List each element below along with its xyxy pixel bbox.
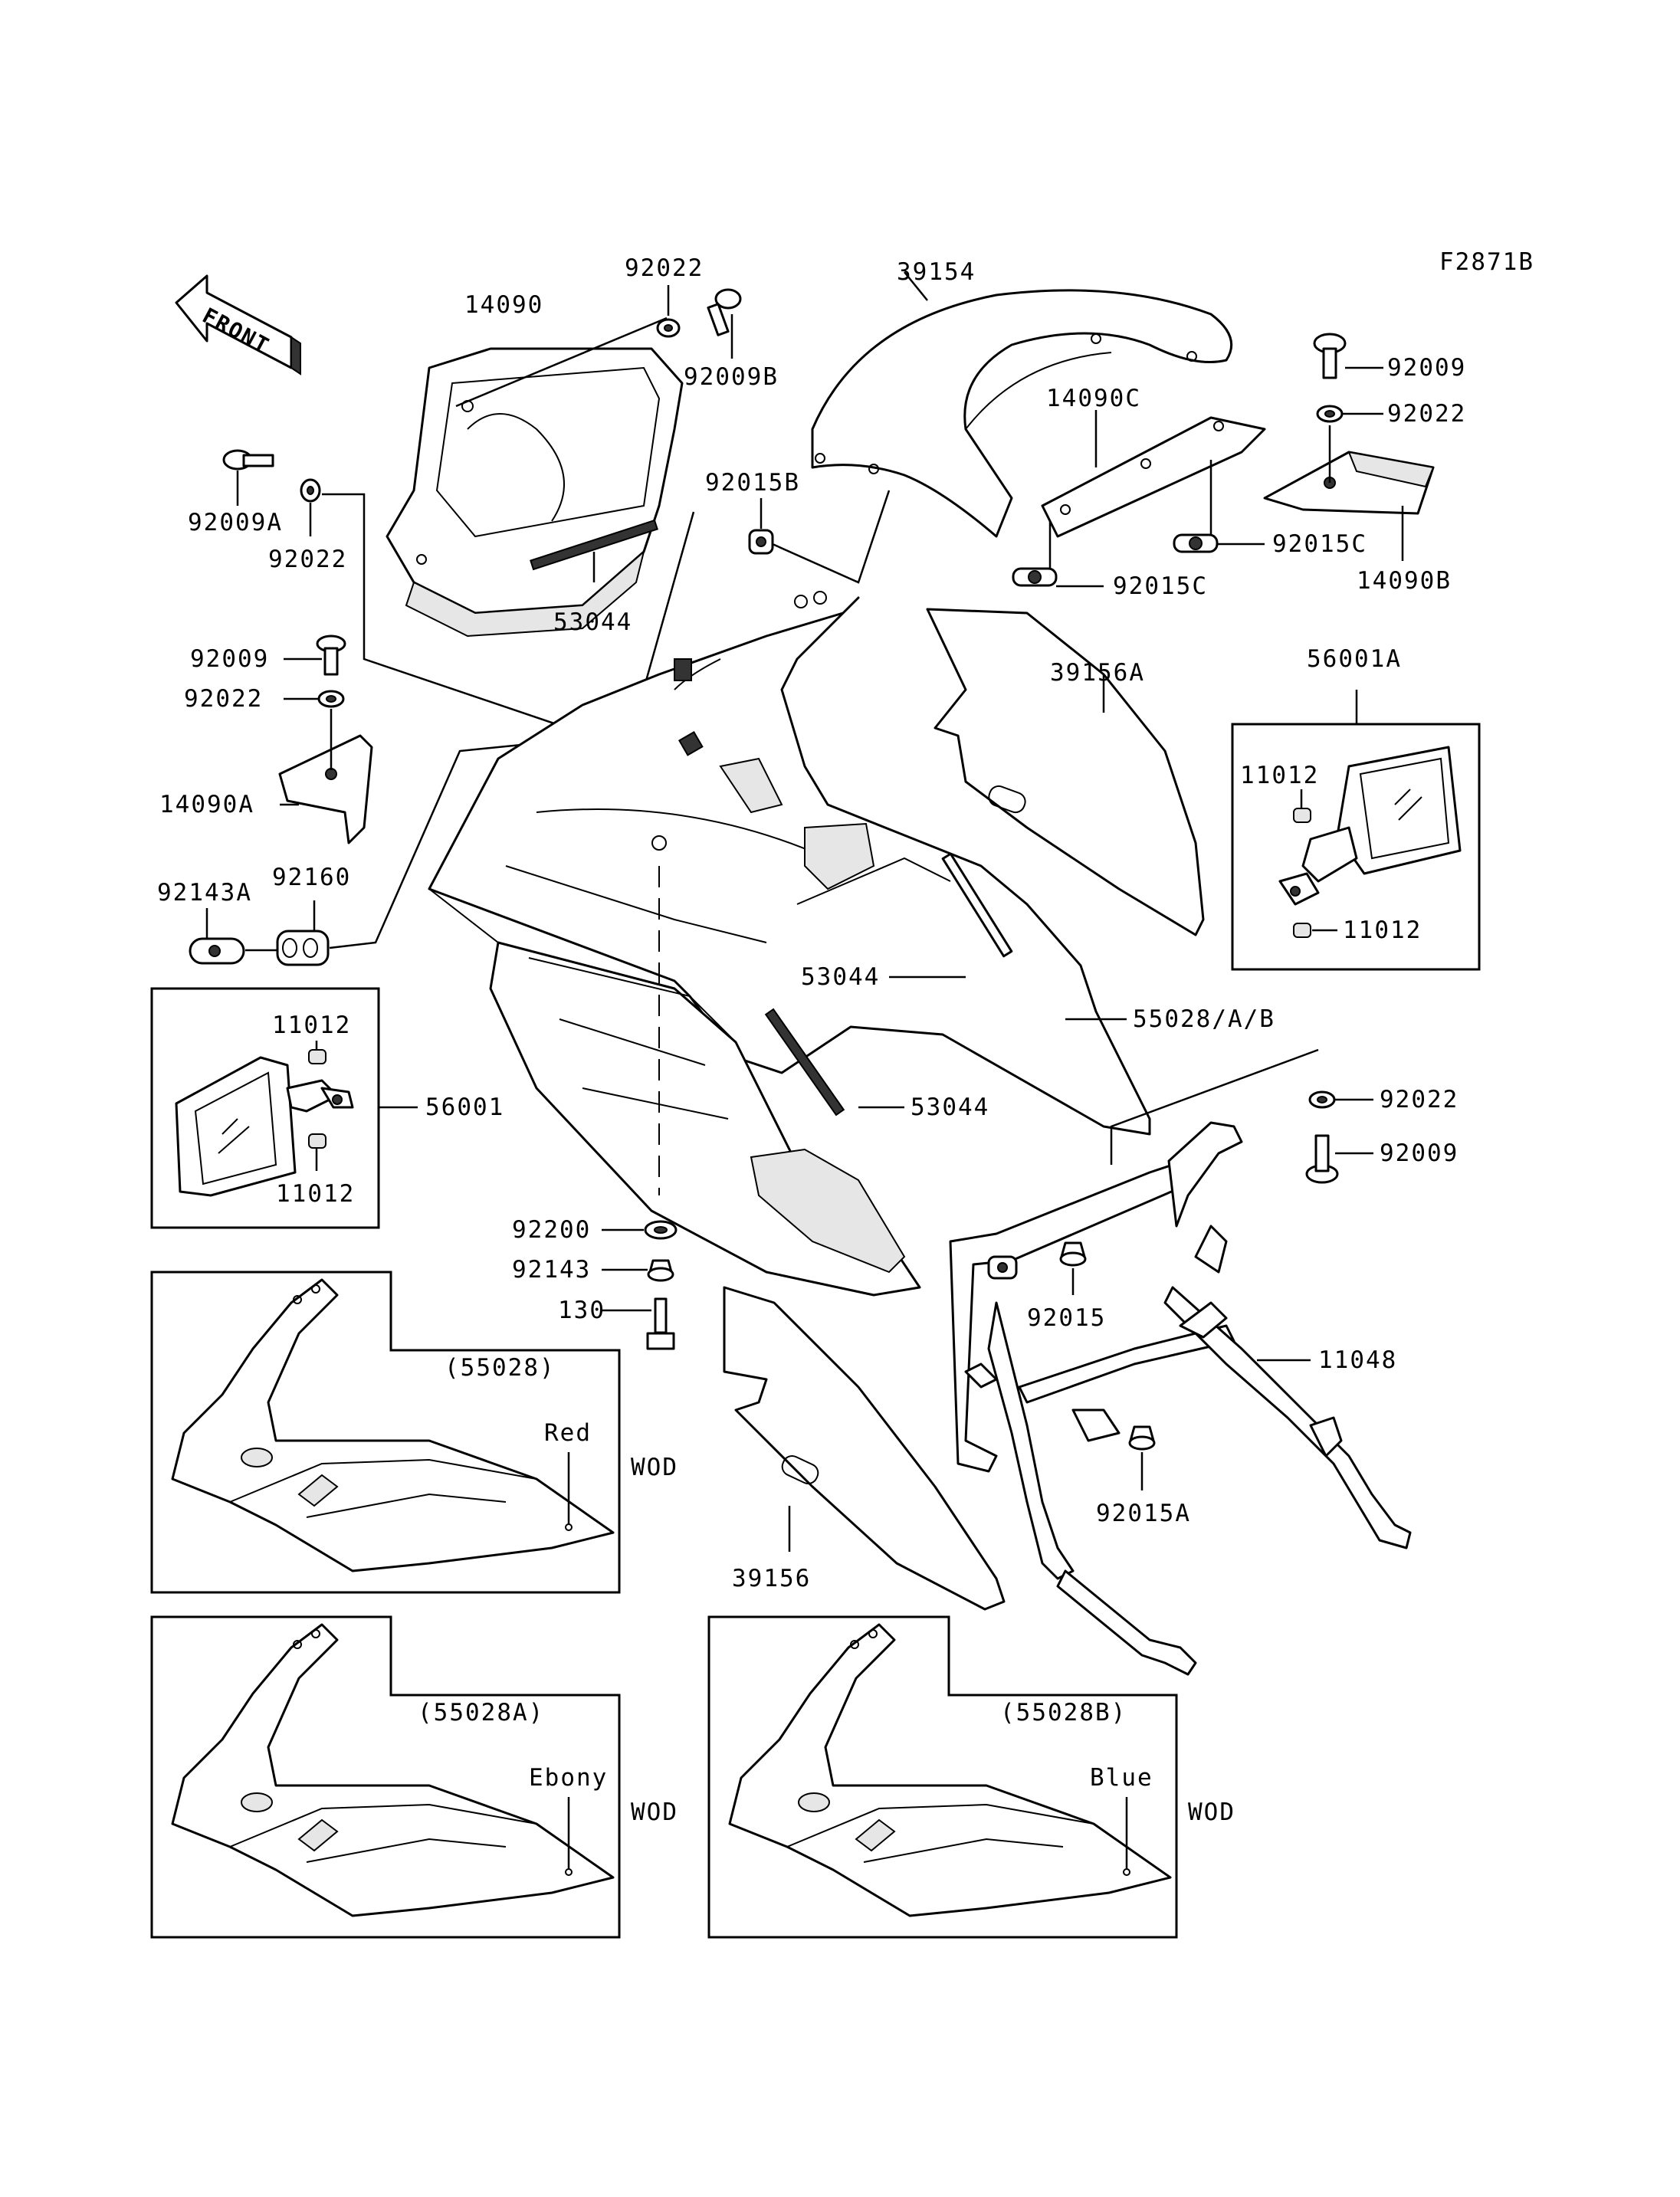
washer-92022-top: [656, 318, 681, 338]
cushion-11012-l2: [308, 1133, 326, 1149]
label-53044-low: 53044: [911, 1094, 989, 1121]
label-39156A: 39156A: [1050, 659, 1145, 687]
screw-92009B: [707, 288, 742, 336]
label-55028AB: 55028/A/B: [1133, 1005, 1275, 1033]
grommet-92143A: [189, 937, 245, 965]
bracket-14090A: [278, 734, 373, 844]
label-56001A: 56001A: [1307, 645, 1402, 673]
trim-strip-53044-low: [764, 1008, 845, 1117]
screw-92009-l: [316, 635, 346, 676]
label-11012-l2: 11012: [276, 1180, 355, 1208]
main-fairing-55028: [428, 591, 1151, 1297]
label-92015A: 92015A: [1096, 1500, 1191, 1527]
label-92015C-b: 92015C: [1113, 572, 1208, 600]
label-92200: 92200: [512, 1216, 591, 1244]
label-92160: 92160: [272, 864, 351, 891]
bolt-130: [646, 1297, 675, 1350]
inner-panel-39156: [723, 1286, 1006, 1611]
figure-code: F2871B: [1439, 248, 1534, 276]
label-11012-r1: 11012: [1240, 762, 1319, 789]
fairing-stay-11048: [949, 1121, 1412, 1676]
label-11012-r2: 11012: [1343, 917, 1422, 944]
label-92009A: 92009A: [188, 509, 283, 536]
clip-nut-92015C-a: [1173, 533, 1219, 553]
label-14090B: 14090B: [1357, 567, 1452, 595]
label-39156: 39156: [732, 1565, 811, 1592]
washer-92022-l: [300, 478, 321, 503]
label-56001: 56001: [425, 1094, 504, 1121]
label-92022-tr: 92022: [1387, 400, 1466, 428]
label-53044-top: 53044: [553, 608, 632, 636]
variant-panel-55028B: [707, 1615, 1178, 1939]
leader: [455, 316, 668, 408]
nut-92015: [1059, 1241, 1087, 1267]
label-14090C: 14090C: [1046, 385, 1141, 412]
mirror-56001A: [1278, 746, 1462, 906]
cushion-11012-r2: [1293, 923, 1311, 938]
grommet-92160: [276, 930, 330, 966]
label-11048: 11048: [1318, 1346, 1397, 1374]
grommet-92015B: [748, 529, 774, 555]
screw-92009A: [222, 449, 274, 471]
cushion-11012-r1: [1293, 808, 1311, 823]
label-92022-r3: 92022: [1380, 1086, 1459, 1113]
bracket-14090C: [1041, 416, 1266, 538]
variant-code-55028A: (55028A): [418, 1699, 544, 1726]
label-53044-mid: 53044: [801, 963, 880, 991]
label-92015C-a: 92015C: [1272, 530, 1367, 558]
label-92009-tr: 92009: [1387, 354, 1466, 382]
variant-finish-2: WOD: [1188, 1799, 1235, 1826]
trim-strip-53044-mid: [941, 852, 1013, 958]
washer-92022-tr: [1316, 405, 1344, 423]
variant-finish-0: WOD: [631, 1454, 678, 1481]
label-14090: 14090: [464, 291, 543, 319]
label-92015B: 92015B: [705, 469, 800, 497]
variant-color-red: Red: [544, 1419, 592, 1447]
variant-color-ebony: Ebony: [529, 1764, 608, 1792]
label-92009-l: 92009: [190, 645, 269, 673]
label-14090A: 14090A: [159, 791, 254, 818]
label-92022-l: 92022: [268, 546, 347, 573]
front-arrow-icon: FRONT: [175, 274, 301, 375]
screw-92009-tr: [1313, 333, 1347, 379]
screw-92009-r3: [1305, 1134, 1339, 1184]
cushion-11012-l1: [308, 1049, 326, 1064]
washer-92022-l2: [317, 690, 345, 708]
label-92143A: 92143A: [157, 879, 252, 907]
upper-cowl-39154: [811, 289, 1233, 538]
label-39154: 39154: [897, 258, 976, 286]
washer-92022-r3: [1308, 1090, 1336, 1109]
meter-cover-part: [386, 347, 684, 638]
variant-panel-55028: [150, 1271, 621, 1594]
nut-92015A: [1128, 1425, 1156, 1451]
label-130: 130: [558, 1297, 605, 1324]
bracket-14090B: [1263, 451, 1435, 515]
label-92015: 92015: [1027, 1304, 1106, 1332]
variant-code-55028: (55028): [445, 1354, 556, 1382]
inner-panel-39156A: [926, 608, 1205, 936]
mirror-56001: [175, 1056, 354, 1197]
variant-code-55028B: (55028B): [1000, 1699, 1127, 1726]
clip-nut-92015C-b: [1012, 567, 1058, 587]
variant-finish-1: WOD: [631, 1799, 678, 1826]
nut-92143: [647, 1259, 674, 1282]
label-92009-r3: 92009: [1380, 1139, 1459, 1167]
label-92022-top: 92022: [625, 254, 704, 282]
label-92143: 92143: [512, 1256, 591, 1284]
variant-panel-55028A: [150, 1615, 621, 1939]
variant-color-blue: Blue: [1090, 1764, 1153, 1792]
trim-strip-53044-top: [530, 519, 658, 571]
washer-92200: [644, 1220, 678, 1240]
label-92009B: 92009B: [684, 363, 779, 391]
label-11012-l1: 11012: [272, 1012, 351, 1039]
label-92022-l2: 92022: [184, 685, 263, 713]
